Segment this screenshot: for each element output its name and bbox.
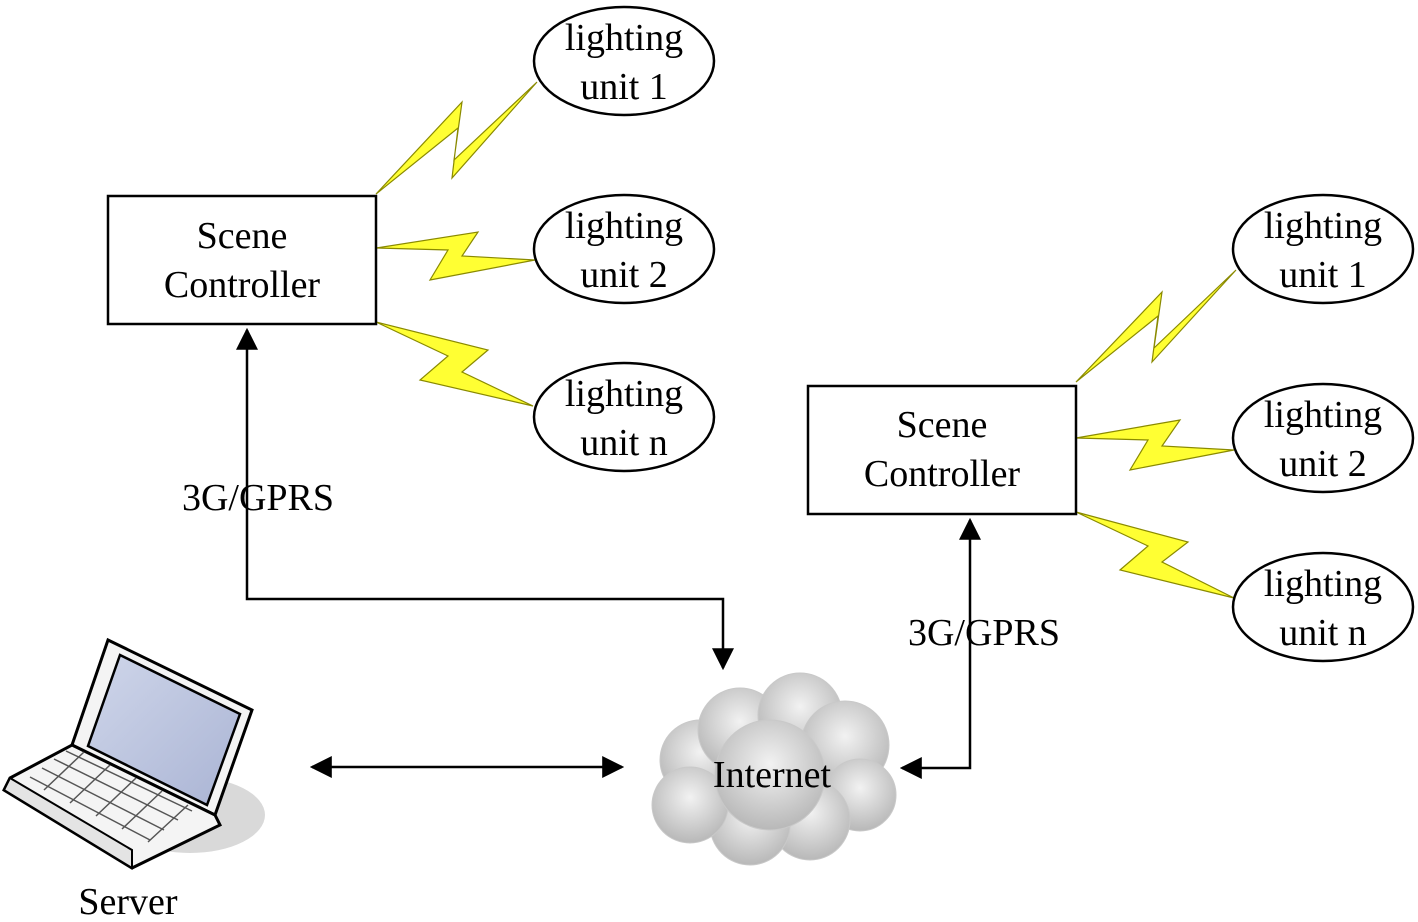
unit-label-line1: lighting [565, 17, 683, 59]
lightning-bolt-icon [375, 231, 536, 281]
unit-label-line1: lighting [1264, 205, 1382, 247]
link-label: 3G/GPRS [908, 612, 1060, 654]
unit-label-line1: lighting [1264, 394, 1382, 436]
controller-label-line1: Scene [197, 215, 288, 257]
server-laptop: Server [2, 637, 265, 922]
lightning-bolt-icon [1075, 511, 1235, 599]
unit-label-line2: unit 2 [580, 254, 668, 296]
cloud-icon [651, 672, 897, 866]
unit-label-line1: lighting [565, 373, 683, 415]
right-lighting-unit-n: lighting unit n [1231, 551, 1415, 663]
controller-label-line2: Controller [164, 264, 321, 306]
right-lighting-unit-2: lighting unit 2 [1231, 382, 1415, 494]
unit-label-line2: unit 2 [1279, 443, 1367, 485]
lightning-bolt-icon [1075, 269, 1237, 383]
left-wireless-links [375, 81, 538, 407]
internet-cloud: Internet [651, 672, 897, 866]
left-lighting-unit-2: lighting unit 2 [532, 193, 716, 305]
right-scene-controller: Scene Controller [806, 384, 1078, 516]
left-3g-connector: 3G/GPRS [182, 327, 734, 671]
right-3g-connector: 3G/GPRS [899, 517, 1060, 779]
right-wireless-links [1075, 269, 1237, 599]
controller-label-line2: Controller [864, 453, 1021, 495]
server-label: Server [78, 881, 178, 922]
right-lighting-unit-1: lighting unit 1 [1231, 193, 1415, 305]
left-scene-controller: Scene Controller [106, 194, 378, 326]
unit-label-line2: unit 1 [1279, 254, 1367, 296]
unit-label-line2: unit n [580, 422, 668, 464]
left-lighting-unit-n: lighting unit n [532, 361, 716, 473]
lightning-bolt-icon [375, 321, 534, 407]
lightning-bolt-icon [375, 81, 538, 195]
laptop-icon [2, 637, 265, 870]
left-lighting-unit-1: lighting unit 1 [532, 5, 716, 117]
unit-label-line2: unit n [1279, 612, 1367, 654]
unit-label-line2: unit 1 [580, 66, 668, 108]
lightning-bolt-icon [1075, 419, 1235, 471]
unit-label-line1: lighting [565, 205, 683, 247]
controller-label-line1: Scene [897, 404, 988, 446]
internet-label: Internet [713, 754, 832, 796]
unit-label-line1: lighting [1264, 563, 1382, 605]
link-label: 3G/GPRS [182, 477, 334, 519]
